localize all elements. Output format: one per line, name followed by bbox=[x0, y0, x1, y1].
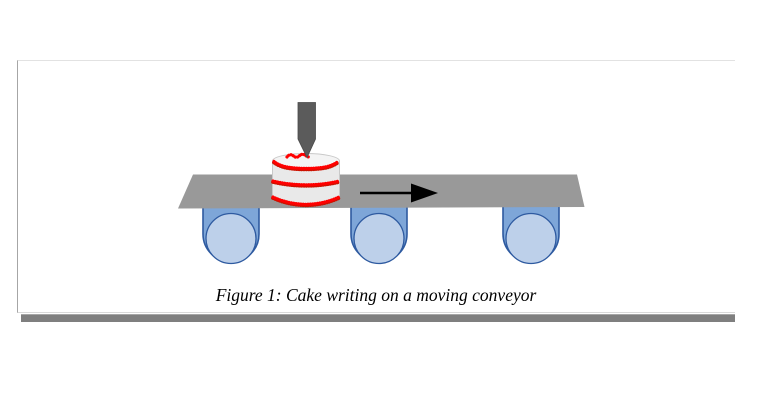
figure-caption: Figure 1: Cake writing on a moving conve… bbox=[215, 285, 537, 305]
conveyor-belt bbox=[178, 174, 585, 209]
icing-line-bottom bbox=[271, 195, 341, 206]
icing-line-top bbox=[272, 159, 340, 171]
roller-left bbox=[202, 199, 260, 265]
icing-line-middle bbox=[271, 179, 341, 187]
arrow-head bbox=[411, 183, 438, 203]
piping-nozzle bbox=[297, 102, 316, 159]
figure-panel-shadow bbox=[21, 314, 735, 322]
cake bbox=[271, 152, 341, 208]
roller-right bbox=[502, 199, 560, 265]
roller-face bbox=[205, 212, 257, 265]
roller-face bbox=[353, 212, 405, 265]
direction-arrow bbox=[360, 183, 438, 203]
roller-face bbox=[505, 212, 557, 265]
roller-middle bbox=[350, 199, 408, 265]
